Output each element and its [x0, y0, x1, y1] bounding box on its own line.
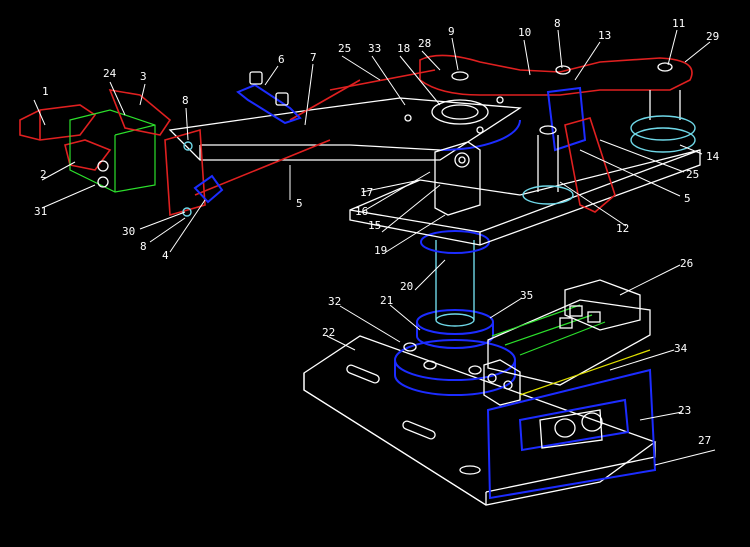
part-label: 25	[686, 168, 699, 181]
part-label: 34	[674, 342, 688, 355]
arm-clamp	[236, 71, 302, 125]
part-label: 6	[278, 53, 285, 66]
leader-lines	[33, 29, 711, 421]
part-label: 26	[680, 257, 693, 270]
part-label: 31	[34, 205, 47, 218]
base-plate	[303, 335, 657, 506]
part-label: 27	[698, 434, 711, 447]
part-label: 1	[42, 85, 49, 98]
part-label: 5	[296, 197, 303, 210]
left-gripper	[19, 88, 224, 217]
part-label: 17	[360, 186, 373, 199]
part-label: 32	[328, 295, 341, 308]
right-gripper	[419, 54, 696, 213]
part-label: 33	[368, 42, 381, 55]
part-label: 21	[380, 294, 393, 307]
drive-rod	[194, 69, 436, 196]
part-label: 30	[122, 225, 135, 238]
part-label: 12	[616, 222, 629, 235]
part-label: 14	[706, 150, 720, 163]
part-label: 20	[400, 280, 413, 293]
part-label: 18	[397, 42, 410, 55]
part-label: 29	[706, 30, 719, 43]
arm	[168, 96, 522, 161]
part-label: 4	[162, 249, 169, 262]
pivot-bracket	[434, 141, 481, 216]
part-label: 23	[678, 404, 691, 417]
part-label: 28	[418, 37, 431, 50]
part-label: 15	[368, 219, 381, 232]
part-label: 8	[140, 240, 147, 253]
part-label: 8	[554, 17, 561, 30]
part-label: 9	[448, 25, 455, 38]
valve-bank	[483, 279, 651, 406]
mount-plate	[486, 368, 716, 500]
part-label: 19	[374, 244, 387, 257]
part-labels: 1 2 3 24 31 8 30 8 4 6 7 5 25 33 18 28 9…	[34, 17, 720, 447]
part-label: 25	[338, 42, 351, 55]
part-label: 35	[520, 289, 533, 302]
part-label: 5	[684, 192, 691, 205]
rotary-table	[349, 149, 701, 246]
part-label: 10	[518, 26, 531, 39]
part-label: 3	[140, 70, 147, 83]
column	[416, 230, 494, 349]
part-label: 22	[322, 326, 335, 339]
part-label: 24	[103, 67, 117, 80]
part-label: 16	[355, 205, 368, 218]
part-label: 8	[182, 94, 189, 107]
part-label: 13	[598, 29, 611, 42]
part-label: 7	[310, 51, 317, 64]
part-label: 2	[40, 168, 47, 181]
part-label: 11	[672, 17, 685, 30]
